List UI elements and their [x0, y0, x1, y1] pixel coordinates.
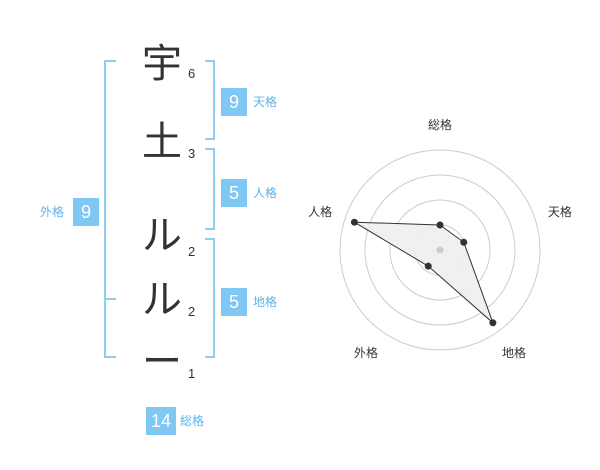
radar-center-dot	[436, 246, 444, 254]
chikaku-badge: 5	[221, 288, 247, 316]
gaikaku-badge: 9	[73, 198, 99, 226]
radar-point-1	[460, 238, 468, 246]
radar-point-2	[489, 319, 497, 327]
gaikaku-divider	[104, 298, 116, 300]
stroke-count-3: 2	[188, 244, 196, 259]
radar-axis-label-soukaku: 総格	[428, 118, 453, 132]
soukaku-label: 総格	[180, 414, 205, 428]
radar-axis-label-tenkaku: 天格	[547, 205, 572, 220]
stroke-count-2: 3	[188, 146, 196, 161]
chikaku-label: 地格	[253, 295, 278, 309]
soukaku-badge: 14	[146, 407, 176, 435]
radar-point-3	[424, 262, 432, 270]
name-char-3: ル	[142, 213, 182, 259]
radar-ring-2	[389, 199, 491, 301]
gaikaku-bracket	[104, 60, 116, 358]
radar-ring-3	[364, 174, 516, 326]
name-char-4: ル	[142, 277, 182, 323]
radar-point-0	[436, 221, 444, 229]
radar-axis-label-gaikaku: 外格	[353, 345, 378, 360]
stroke-count-1: 6	[188, 66, 196, 81]
name-char-1: 宇	[142, 41, 182, 87]
jinkaku-bracket	[205, 148, 215, 230]
tenkaku-bracket	[205, 60, 215, 140]
stroke-count-5: 1	[188, 366, 196, 381]
radar-axis-label-chikaku: 地格	[502, 345, 527, 360]
radar-point-4	[350, 218, 358, 226]
jinkaku-badge: 5	[221, 179, 247, 207]
radar-polygon	[354, 221, 494, 324]
jinkaku-label: 人格	[253, 186, 278, 200]
chikaku-bracket	[205, 238, 215, 358]
tenkaku-badge: 9	[221, 88, 247, 116]
radar-ring-4	[339, 149, 541, 351]
stroke-count-4: 2	[188, 304, 196, 319]
gaikaku-label: 外格	[40, 205, 65, 219]
name-char-2: 土	[142, 119, 182, 165]
name-char-5: ー	[142, 339, 182, 385]
radar-axis-label-jinkaku: 人格	[308, 205, 333, 220]
tenkaku-label: 天格	[253, 95, 278, 109]
